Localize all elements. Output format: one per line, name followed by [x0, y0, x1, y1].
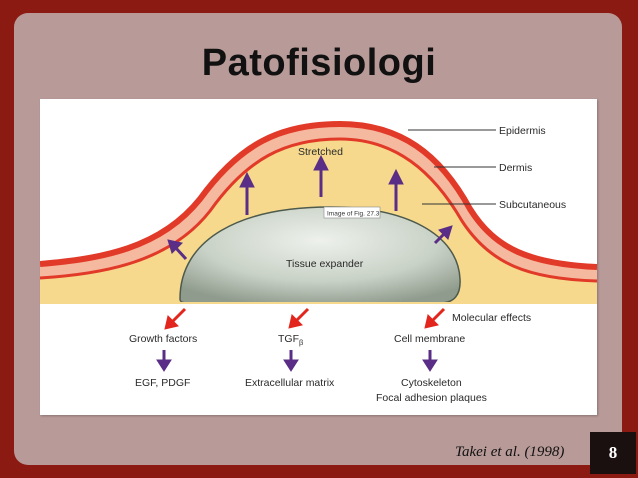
down-arrow-head	[422, 359, 438, 372]
focal-adhesion-label: Focal adhesion plaques	[376, 392, 487, 404]
stretch-arrow-head	[239, 171, 255, 188]
extracellular-matrix-label: Extracellular matrix	[245, 377, 335, 389]
tissue-expansion-diagram: Epidermis Dermis Subcutaneous Stretched …	[40, 120, 597, 404]
molecular-effects-label: Molecular effects	[452, 312, 531, 324]
dermis-lower-boundary	[40, 137, 597, 283]
red-arrow-head	[424, 314, 439, 329]
red-arrow	[170, 307, 187, 324]
stretch-arrow	[173, 245, 188, 261]
dermis-label: Dermis	[499, 162, 532, 174]
dermis-layer	[40, 124, 597, 281]
stretch-arrow-head	[313, 154, 329, 171]
stretch-arrows	[167, 154, 453, 261]
cell-membrane-label: Cell membrane	[394, 333, 465, 345]
tgf-label: TGFβ	[278, 333, 304, 347]
slide-title: Patofisiologi	[201, 42, 437, 84]
cytoskeleton-label: Cytoskeleton	[401, 377, 462, 389]
subcutaneous-label: Subcutaneous	[499, 199, 566, 211]
red-arrow-head	[164, 315, 179, 330]
tissue-expansion-figure: Epidermis Dermis Subcutaneous Stretched …	[40, 99, 597, 415]
stretch-arrow-head	[167, 239, 184, 254]
stretch-arrow-head	[388, 168, 404, 185]
image-tag-box	[323, 206, 381, 219]
tissue-expander-label: Tissue expander	[286, 258, 364, 270]
image-tag-label: Image of Fig. 27.3	[327, 211, 380, 218]
tgf-subscript: β	[299, 338, 304, 347]
page-number: 8	[590, 432, 636, 474]
red-arrow	[430, 307, 446, 323]
growth-factors-label: Growth factors	[129, 333, 197, 345]
down-arrow-head	[156, 359, 172, 372]
molecular-arrows	[164, 307, 446, 330]
effect-arrows	[156, 350, 438, 372]
stretched-label: Stretched	[298, 146, 343, 158]
epidermis-layer	[40, 120, 597, 270]
red-arrow	[294, 307, 310, 323]
citation: Takei et al. (1998)	[455, 444, 565, 460]
down-arrow-head	[283, 359, 299, 372]
red-arrow-head	[288, 314, 303, 329]
epidermis-label: Epidermis	[499, 125, 546, 137]
stretch-arrow-head	[438, 225, 453, 240]
egf-pdgf-label: EGF, PDGF	[135, 377, 190, 389]
